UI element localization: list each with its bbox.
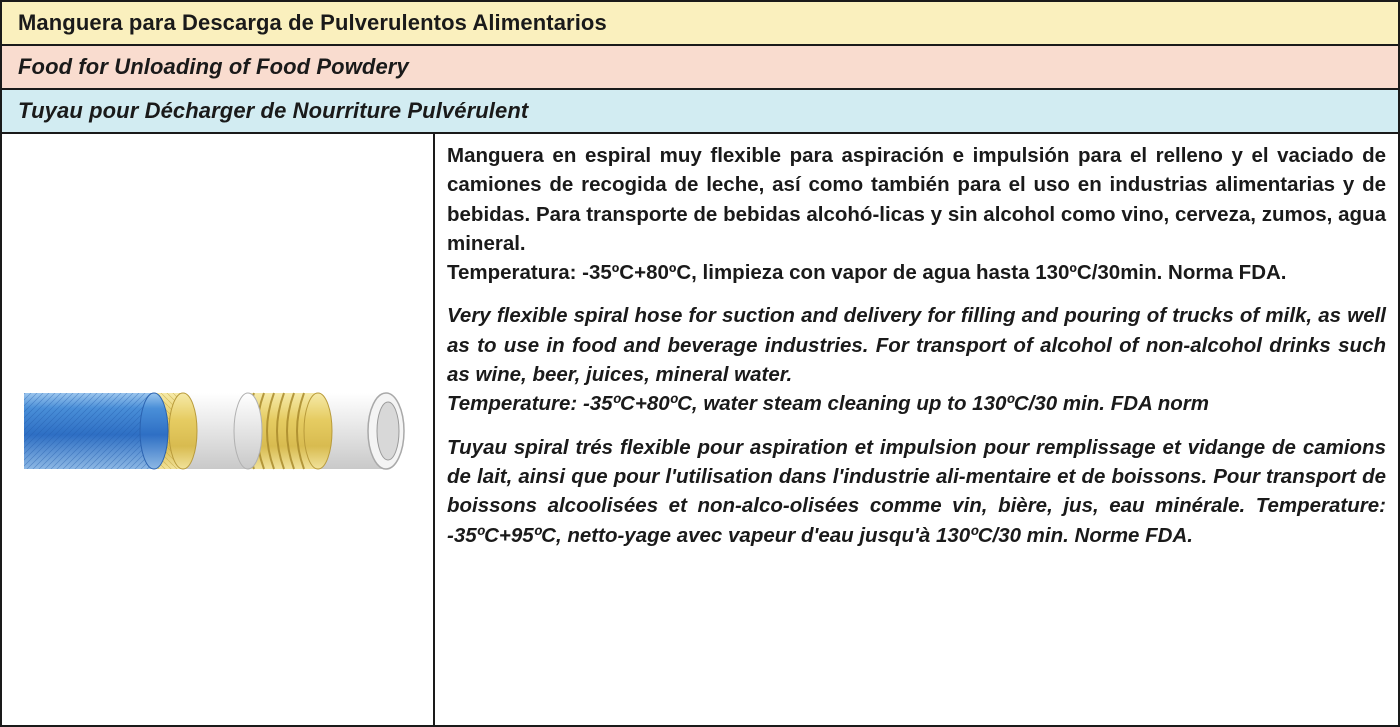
description-english-main: Very flexible spiral hose for suction an… <box>447 304 1386 387</box>
description-spanish-temperature: Temperatura: -35ºC+80ºC, limpieza con va… <box>447 261 1287 285</box>
content-row: Manguera en espiral muy flexible para as… <box>2 134 1398 727</box>
description-spanish: Manguera en espiral muy flexible para as… <box>447 141 1386 287</box>
title-spanish: Manguera para Descarga de Pulverulentos … <box>2 2 1398 46</box>
description-cell: Manguera en espiral muy flexible para as… <box>435 134 1398 727</box>
description-spanish-main: Manguera en espiral muy flexible para as… <box>447 144 1386 255</box>
hose-image <box>23 391 405 470</box>
description-french: Tuyau spiral trés flexible pour aspirati… <box>447 435 1386 547</box>
title-english: Food for Unloading of Food Powdery <box>2 46 1398 90</box>
photo-cell <box>2 134 435 727</box>
description-english-temperature: Temperature: -35ºC+80ºC, water steam cle… <box>447 392 1210 416</box>
description-english: Very flexible spiral hose for suction an… <box>447 301 1386 418</box>
title-french: Tuyau pour Décharger de Nourriture Pulvé… <box>2 90 1398 134</box>
